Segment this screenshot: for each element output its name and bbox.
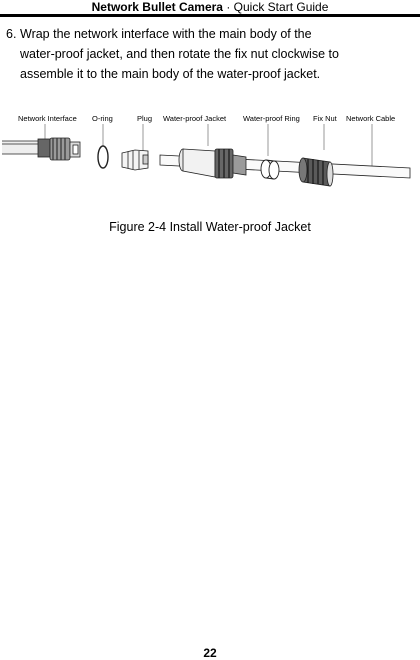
o-ring-part (97, 145, 109, 169)
install-diagram: Network Interface O-ring Plug Water-proo… (0, 108, 420, 213)
header-separator: · (226, 0, 231, 14)
page-number: 22 (203, 646, 217, 660)
step-number: 6. (6, 27, 17, 41)
label-fix-nut: Fix Nut (313, 114, 338, 123)
plug-part (121, 149, 149, 171)
header-product: Network Bullet Camera (91, 0, 223, 14)
label-waterproof-ring: Water-proof Ring (243, 114, 300, 123)
figure-caption: Figure 2-4 Install Water-proof Jacket (109, 220, 311, 234)
label-o-ring: O-ring (92, 114, 113, 123)
header-rule (0, 14, 420, 17)
fix-nut-part (298, 157, 334, 187)
step-text: Wrap the network interface with the main… (20, 24, 406, 84)
step-line: assemble it to the main body of the wate… (20, 67, 321, 81)
label-plug: Plug (137, 114, 152, 123)
network-interface-part (2, 137, 81, 161)
label-network-interface: Network Interface (18, 114, 77, 123)
step-line: Wrap the network interface with the main… (20, 27, 312, 41)
waterproof-ring-part (260, 159, 280, 180)
label-waterproof-jacket: Water-proof Jacket (163, 114, 227, 123)
label-network-cable: Network Cable (346, 114, 395, 123)
page-header: Network Bullet Camera · Quick Start Guid… (0, 0, 420, 18)
step-line: water-proof jacket, and then rotate the … (20, 47, 339, 61)
header-guide: Quick Start Guide (233, 0, 329, 14)
waterproof-jacket-part (178, 148, 247, 179)
diagram-svg: Network Interface O-ring Plug Water-proo… (2, 114, 411, 187)
step-6: 6. Wrap the network interface with the m… (6, 24, 406, 84)
